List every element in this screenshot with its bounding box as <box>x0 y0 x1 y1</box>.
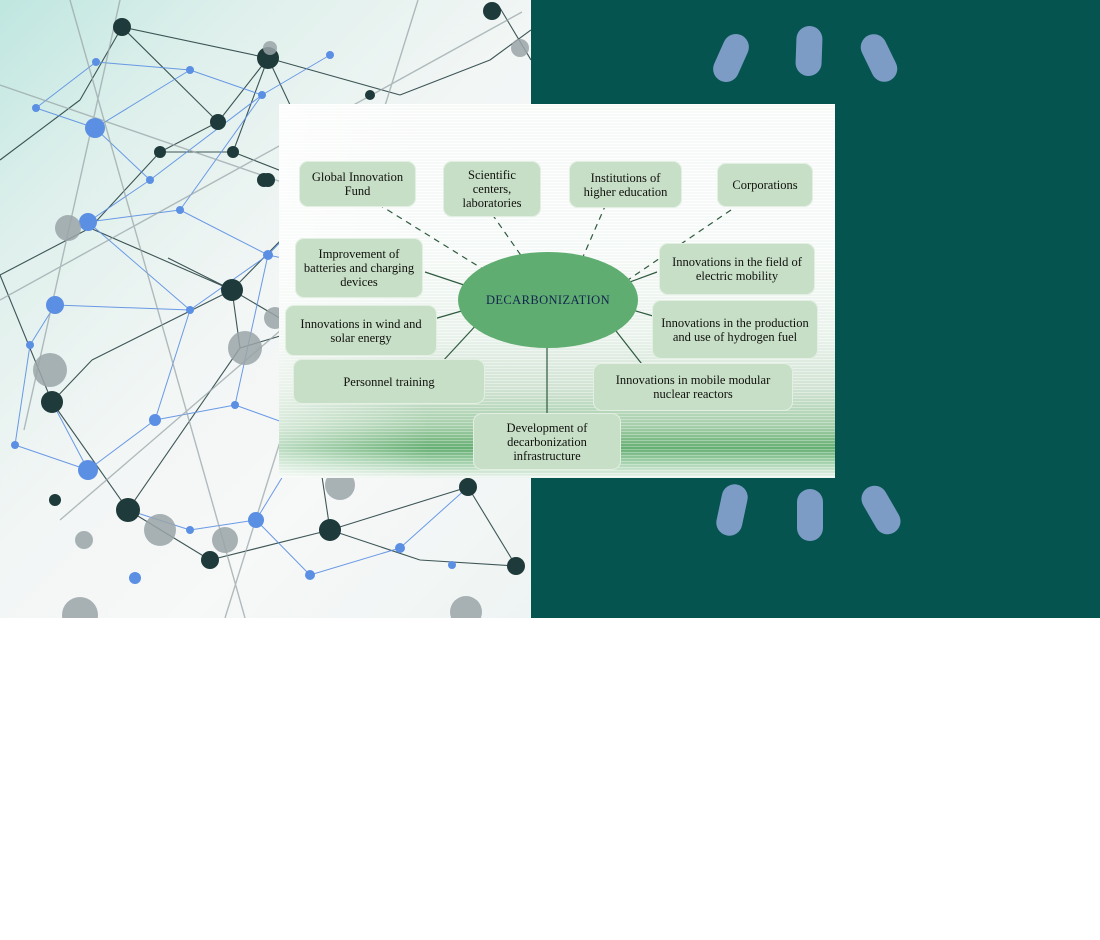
node-global-innovation-fund[interactable]: Global Innovation Fund <box>299 161 416 207</box>
connector-improvement-batteries <box>424 271 468 287</box>
node-label: Improvement of batteries and charging de… <box>303 247 415 289</box>
node-label: Innovations in wind and solar energy <box>300 316 422 345</box>
node-label: Scientific centers, laboratories <box>462 168 522 210</box>
node-institutions-of-higher-education[interactable]: Institutions of higher education <box>569 161 682 208</box>
slide-content: Global Innovation Fund Scientific center… <box>0 0 1100 618</box>
node-innovations-in-the-production-and-use-of-hydrogen-fuel[interactable]: Innovations in the production and use of… <box>652 300 818 359</box>
connector-personnel-training <box>441 321 480 363</box>
node-innovations-in-mobile-modular-nuclear-reactors[interactable]: Innovations in mobile modular nuclear re… <box>593 363 793 411</box>
connector-global-innovation-fund <box>377 203 495 277</box>
center-node-label: DECARBONIZATION <box>485 292 611 307</box>
connector-lines <box>377 203 732 416</box>
decorative-capsule-top-2 <box>795 25 823 77</box>
node-development-of-decarbonization-infrastructure[interactable]: Development of decarbonization infrastru… <box>473 413 621 470</box>
node-innovations-in-the-field-of-electric-mobility[interactable]: Innovations in the field of electric mob… <box>659 243 815 295</box>
decorative-capsule-bottom-2 <box>797 489 823 541</box>
node-label: Personnel training <box>343 374 435 389</box>
node-improvement-of-batteries-and-charging-devices[interactable]: Improvement of batteries and charging de… <box>295 238 423 298</box>
node-label: Innovations in the production and use of… <box>661 315 809 344</box>
node-label: Global Innovation Fund <box>311 170 404 198</box>
diagram-card: Global Innovation Fund Scientific center… <box>279 104 835 478</box>
node-label: Development of decarbonization infrastru… <box>506 420 588 463</box>
node-innovations-in-wind-and-solar-energy[interactable]: Innovations in wind and solar energy <box>285 305 437 356</box>
node-label: Corporations <box>732 178 798 192</box>
center-node-decarbonization[interactable]: DECARBONIZATION <box>458 252 638 348</box>
node-label: Innovations in mobile modular nuclear re… <box>615 373 771 401</box>
node-personnel-training[interactable]: Personnel training <box>293 359 485 404</box>
node-corporations[interactable]: Corporations <box>717 163 813 207</box>
node-label: Innovations in the field of electric mob… <box>672 255 802 283</box>
node-scientific-centers-laboratories[interactable]: Scientific centers, laboratories <box>443 161 541 217</box>
node-label: Institutions of higher education <box>583 170 668 199</box>
